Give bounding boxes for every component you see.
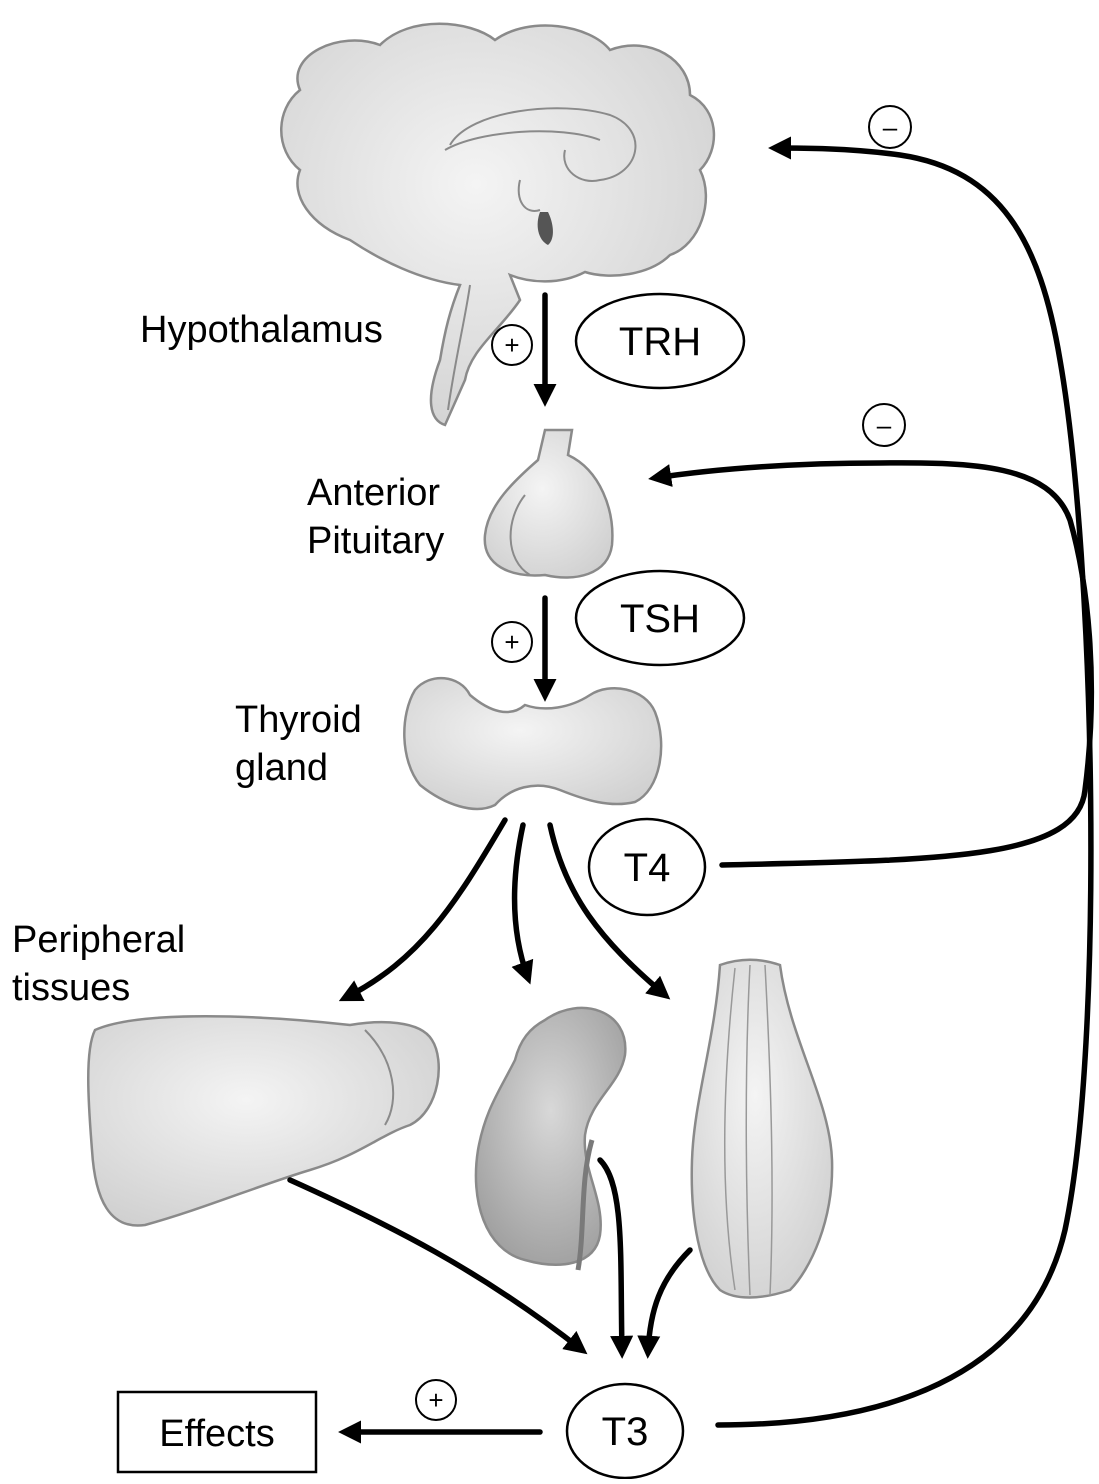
- kidney-illustration: [476, 1008, 625, 1270]
- feedback-t4-to-pituitary: [655, 463, 1091, 865]
- arrow-thyroid-to-kidney: [514, 825, 528, 978]
- hormone-tsh: TSH: [576, 571, 744, 665]
- hormone-trh: TRH: [576, 294, 744, 388]
- plus-sign-trh: +: [492, 325, 532, 365]
- hormone-t4: T4: [589, 819, 705, 915]
- hormone-t3-label: T3: [602, 1410, 649, 1454]
- label-peripheral: Peripheral: [12, 919, 185, 961]
- arrow-muscle-to-t3: [648, 1250, 690, 1352]
- minus-sign-hypothalamus: –: [869, 106, 911, 148]
- label-hypothalamus: Hypothalamus: [140, 309, 383, 351]
- hormone-t4-label: T4: [624, 846, 671, 890]
- muscle-illustration: [692, 960, 832, 1298]
- label-pituitary: Pituitary: [307, 520, 444, 562]
- hormone-tsh-label: TSH: [620, 597, 700, 641]
- label-anterior: Anterior: [307, 472, 440, 514]
- plus-sign-tsh: +: [492, 622, 532, 662]
- hormone-trh-label: TRH: [619, 320, 701, 364]
- liver-illustration: [88, 1016, 438, 1225]
- plus-sign-tsh-text: +: [504, 627, 519, 657]
- label-tissues: tissues: [12, 967, 130, 1009]
- arrow-thyroid-to-liver: [345, 820, 505, 998]
- effects-box: Effects: [118, 1392, 316, 1472]
- minus-sign-hypothalamus-text: –: [883, 112, 898, 142]
- minus-sign-pituitary: –: [863, 404, 905, 446]
- plus-sign-effects: +: [416, 1380, 456, 1420]
- minus-sign-pituitary-text: –: [877, 410, 892, 440]
- effects-label: Effects: [159, 1413, 274, 1455]
- thyroid-illustration: [404, 678, 661, 809]
- arrow-kidney-to-t3: [600, 1160, 622, 1352]
- label-thyroid: Thyroid: [235, 699, 362, 741]
- label-gland: gland: [235, 747, 328, 789]
- plus-sign-trh-text: +: [504, 330, 519, 360]
- hormone-t3: T3: [567, 1384, 683, 1478]
- pituitary-illustration: [485, 430, 613, 577]
- plus-sign-effects-text: +: [428, 1385, 443, 1415]
